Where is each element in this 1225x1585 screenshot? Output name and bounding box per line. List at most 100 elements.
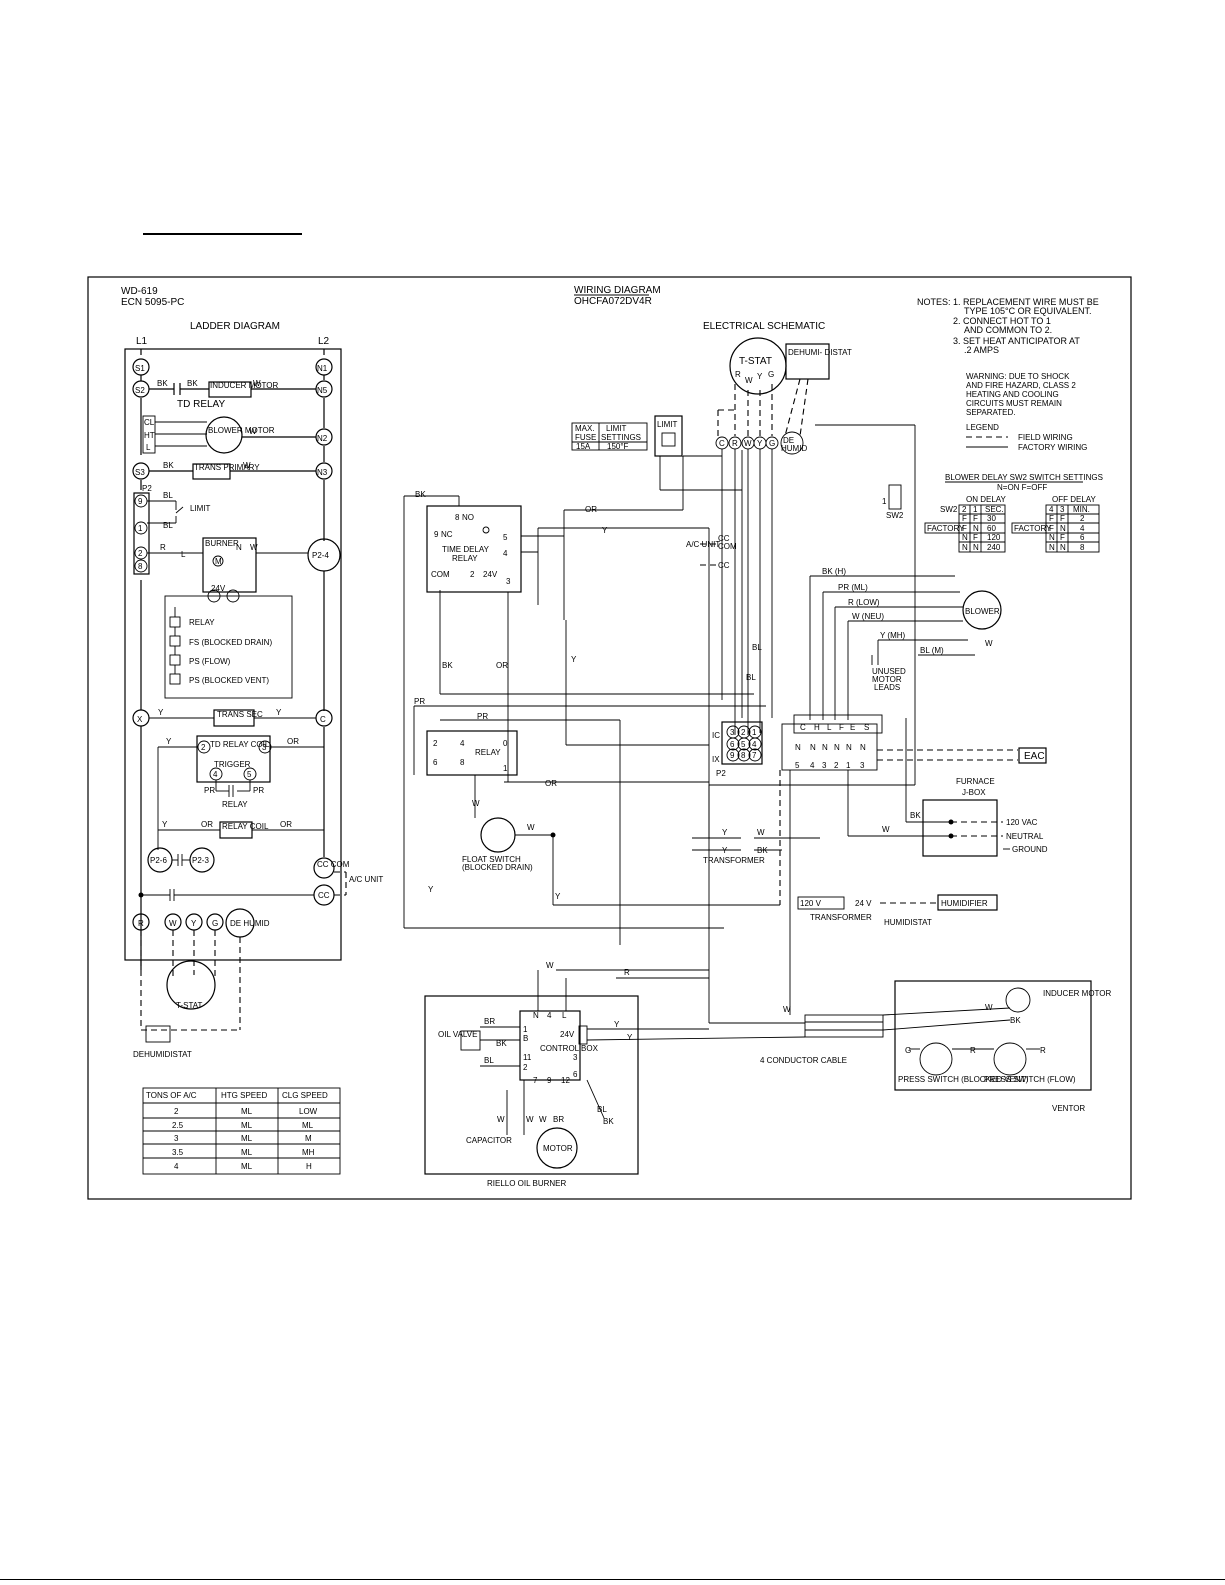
svg-text:Y: Y: [602, 526, 608, 535]
svg-text:S: S: [864, 723, 869, 732]
svg-text:SW2: SW2: [886, 511, 904, 520]
svg-text:W: W: [745, 376, 753, 385]
svg-text:Y: Y: [555, 892, 561, 901]
svg-text:3: 3: [506, 577, 511, 586]
svg-text:4: 4: [752, 740, 757, 749]
svg-text:RELAY: RELAY: [475, 748, 501, 757]
ladder-diagram: L1 L2 S1 S2 S3 N1 N5 N2 N3 BK BK INDUCER…: [124, 336, 383, 1059]
svg-text:N3: N3: [317, 468, 328, 477]
svg-text:R: R: [138, 919, 144, 928]
diagram-title: WIRING DIAGRAM: [574, 285, 661, 296]
svg-text:Y: Y: [627, 1033, 633, 1042]
svg-text:R: R: [160, 543, 166, 552]
svg-text:2: 2: [138, 549, 143, 558]
svg-text:1: 1: [138, 524, 143, 533]
svg-text:N: N: [1060, 524, 1066, 533]
svg-text:4: 4: [174, 1162, 179, 1171]
svg-text:DE: DE: [783, 436, 794, 445]
svg-text:PRESS SWITCH (BLOCKED VENT): PRESS SWITCH (BLOCKED VENT): [898, 1075, 1029, 1084]
svg-text:BK: BK: [757, 846, 768, 855]
svg-text:9: 9: [138, 497, 143, 506]
svg-text:8: 8: [138, 562, 143, 571]
svg-text:SW2: SW2: [940, 505, 958, 514]
svg-text:PS (FLOW): PS (FLOW): [189, 657, 231, 666]
svg-text:PS (BLOCKED VENT): PS (BLOCKED VENT): [189, 676, 269, 685]
svg-text:R: R: [1040, 1046, 1046, 1055]
svg-text:2: 2: [834, 761, 839, 770]
svg-text:BK: BK: [415, 490, 426, 499]
svg-text:BLOWER DELAY SW2 SWITCH SETTIN: BLOWER DELAY SW2 SWITCH SETTINGS: [945, 473, 1103, 482]
blower-motor-label: BLOWER MOTOR: [208, 426, 275, 435]
model-number: OHCFA072DV4R: [574, 296, 652, 307]
svg-text:24V: 24V: [560, 1030, 575, 1039]
svg-text:6: 6: [433, 758, 438, 767]
svg-text:OR: OR: [287, 737, 299, 746]
svg-text:CC: CC: [718, 534, 730, 543]
svg-text:Y: Y: [757, 372, 763, 381]
svg-text:ML: ML: [241, 1162, 253, 1171]
svg-text:TIME DELAY: TIME DELAY: [442, 545, 490, 554]
svg-text:SEPARATED.: SEPARATED.: [966, 408, 1016, 417]
svg-text:M: M: [215, 557, 222, 566]
ladder-frame: [124, 348, 342, 961]
svg-text:3: 3: [860, 761, 865, 770]
svg-text:PRESS SWITCH (FLOW): PRESS SWITCH (FLOW): [984, 1075, 1076, 1084]
svg-text:W: W: [744, 439, 752, 448]
svg-text:N: N: [860, 743, 866, 752]
svg-text:WARNING: DUE TO SHOCK: WARNING: DUE TO SHOCK: [966, 372, 1070, 381]
svg-text:PR (ML): PR (ML): [838, 583, 868, 592]
svg-text:J-BOX: J-BOX: [962, 788, 986, 797]
svg-text:2.5: 2.5: [172, 1121, 184, 1130]
svg-text:G: G: [768, 370, 774, 379]
svg-text:F: F: [1049, 524, 1054, 533]
svg-text:E: E: [850, 723, 855, 732]
svg-text:.2 AMPS: .2 AMPS: [964, 345, 999, 355]
svg-text:HTG SPEED: HTG SPEED: [221, 1091, 267, 1100]
inducer-label: INDUCER MOTOR: [210, 381, 279, 390]
svg-text:4: 4: [1049, 505, 1054, 514]
svg-text:PR: PR: [204, 786, 215, 795]
svg-text:BL: BL: [484, 1056, 494, 1065]
svg-text:RELAY: RELAY: [452, 554, 478, 563]
svg-text:INDUCER MOTOR: INDUCER MOTOR: [1043, 989, 1112, 998]
svg-text:2. CONNECT HOT TO 1: 2. CONNECT HOT TO 1: [953, 316, 1051, 326]
svg-text:W: W: [243, 461, 251, 470]
svg-text:NO: NO: [462, 513, 474, 522]
svg-text:120 V: 120 V: [800, 899, 822, 908]
svg-text:OR: OR: [545, 779, 557, 788]
svg-text:OR: OR: [201, 820, 213, 829]
svg-text:P2-4: P2-4: [312, 551, 329, 560]
svg-text:N: N: [236, 543, 242, 552]
svg-text:RELAY: RELAY: [189, 618, 215, 627]
svg-text:CAPACITOR: CAPACITOR: [466, 1136, 512, 1145]
svg-text:S3: S3: [135, 468, 145, 477]
svg-text:HUMIDISTAT: HUMIDISTAT: [884, 918, 932, 927]
svg-text:LIMIT: LIMIT: [190, 504, 211, 513]
svg-text:BK: BK: [187, 379, 198, 388]
svg-text:IC: IC: [712, 731, 720, 740]
svg-text:HT: HT: [144, 431, 155, 440]
svg-text:N: N: [533, 1011, 539, 1020]
svg-text:HUMID: HUMID: [781, 444, 807, 453]
svg-text:4: 4: [547, 1011, 552, 1020]
svg-text:LEADS: LEADS: [874, 683, 900, 692]
svg-text:TD RELAY: TD RELAY: [177, 399, 225, 410]
svg-text:5: 5: [741, 740, 746, 749]
svg-text:8: 8: [741, 751, 746, 760]
svg-text:ON DELAY: ON DELAY: [966, 495, 1007, 504]
svg-text:BK: BK: [910, 811, 921, 820]
svg-text:TRIGGER: TRIGGER: [214, 760, 251, 769]
svg-text:N: N: [846, 743, 852, 752]
svg-text:A/C UNIT: A/C UNIT: [349, 875, 383, 884]
svg-text:3: 3: [262, 743, 267, 752]
svg-text:G: G: [769, 439, 775, 448]
svg-text:L1: L1: [136, 336, 148, 347]
ladder-title: LADDER DIAGRAM: [190, 321, 280, 332]
svg-text:F: F: [1049, 514, 1054, 523]
svg-text:MOTOR: MOTOR: [872, 675, 902, 684]
svg-text:N: N: [973, 543, 979, 552]
svg-text:RIELLO OIL BURNER: RIELLO OIL BURNER: [487, 1179, 567, 1188]
svg-text:TRANSFORMER: TRANSFORMER: [703, 856, 765, 865]
svg-text:9: 9: [547, 1076, 552, 1085]
svg-text:W: W: [882, 825, 890, 834]
